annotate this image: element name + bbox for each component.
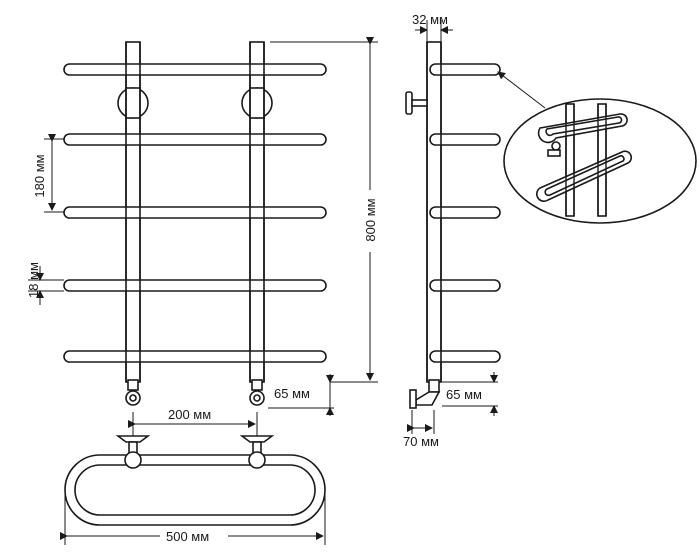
side-wall-mount <box>405 91 428 115</box>
dim-spacing-label: 180 мм <box>32 154 47 197</box>
side-view: 32 мм 65 мм 70 мм <box>403 12 546 449</box>
dim-height-label: 800 мм <box>363 198 378 241</box>
dim-total-width-label: 500 мм <box>166 529 209 544</box>
dim-connection-side-label: 65 мм <box>446 387 482 402</box>
top-view: 200 мм 500 мм <box>60 407 326 545</box>
top-loop-inner <box>74 464 316 516</box>
detail-view <box>503 98 697 224</box>
dim-axis-distance-label: 200 мм <box>168 407 211 422</box>
dim-post-width-label: 32 мм <box>412 12 448 27</box>
dim-wall-offset-label: 70 мм <box>403 434 439 449</box>
bar-2 <box>63 133 327 146</box>
dim-connection-front-label: 65 мм <box>274 386 310 401</box>
front-view: 180 мм 18 мм 800 мм 65 мм <box>26 37 378 416</box>
bar-3 <box>63 206 327 219</box>
side-bottom-connector <box>409 379 441 409</box>
bar-1 <box>63 63 327 76</box>
left-connector <box>125 379 141 406</box>
bar-5 <box>63 350 327 363</box>
bar-4 <box>63 279 327 292</box>
right-connector <box>249 379 265 406</box>
dim-bar-diameter-label: 18 мм <box>26 262 41 298</box>
